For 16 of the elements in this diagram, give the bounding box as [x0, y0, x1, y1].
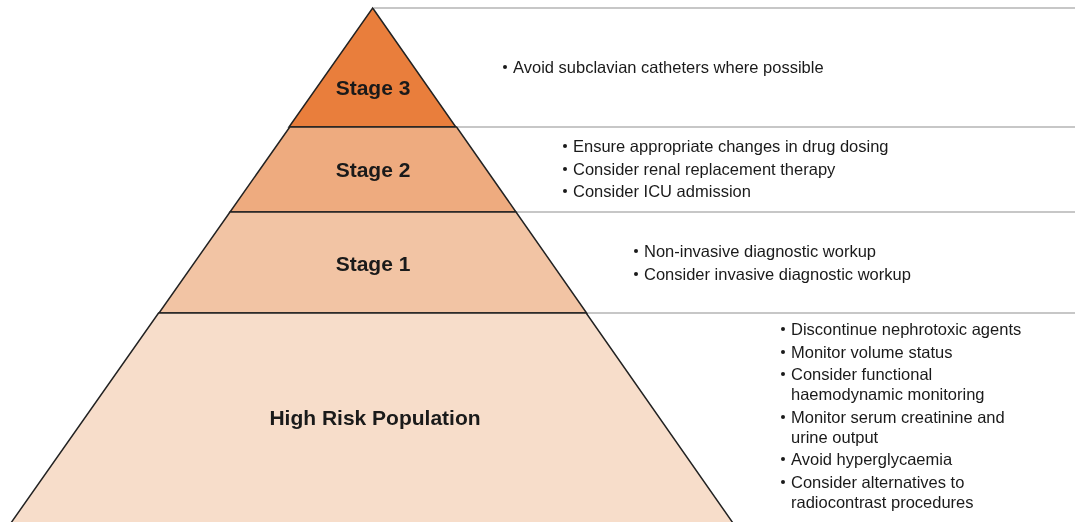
action-text: Non-invasive diagnostic workup — [644, 242, 877, 260]
stage-label: Stage 1 — [335, 252, 411, 276]
action-text: Consider renal replacement therapy — [573, 159, 836, 178]
action-text: Avoid subclavian catheters where possible — [513, 58, 824, 76]
stage-label: Stage 2 — [335, 158, 411, 182]
action-text: Avoid hyperglycaemia — [791, 450, 953, 468]
action-text: Consider invasive diagnostic workup — [644, 264, 911, 283]
action-text: Monitor serum creatinine and urine output — [791, 407, 1005, 446]
stage-label: High Risk Population — [269, 406, 481, 430]
action-text: Consider ICU admission — [573, 182, 751, 200]
action-text: Discontinue nephrotoxic agents — [791, 320, 1022, 338]
action-text: Consider functional haemodynamic monitoring — [791, 365, 985, 403]
action-text: Ensure appropriate changes in drug dosing — [573, 137, 889, 155]
action-text: Monitor volume status — [791, 342, 953, 361]
action-text: Consider alternatives to radiocontrast procedures — [791, 472, 974, 511]
stage-label: Stage 3 — [335, 76, 411, 100]
